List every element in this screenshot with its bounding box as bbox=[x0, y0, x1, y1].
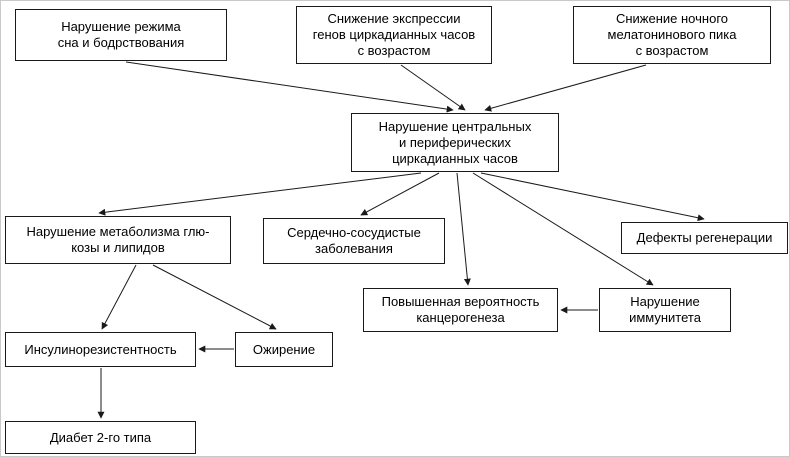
arrow-gene-expression-to-central-clocks bbox=[400, 64, 466, 111]
node-central-peripheral-clock-disruption: Нарушение центральных и периферических ц… bbox=[351, 113, 559, 172]
node-regeneration-defects: Дефекты регенерации bbox=[621, 222, 788, 254]
arrow-glucose-metabolism-to-obesity bbox=[152, 264, 277, 330]
node-melatonin-peak-decline: Снижение ночного мелатонинового пика с в… bbox=[573, 6, 771, 64]
arrow-central-clocks-to-carcinogenesis bbox=[456, 172, 471, 286]
arrow-glucose-metabolism-to-insulin-resistance bbox=[101, 264, 137, 330]
arrow-central-clocks-to-glucose-metabolism bbox=[98, 172, 422, 216]
node-sleep-wake-disruption: Нарушение режима сна и бодрствования bbox=[15, 9, 227, 61]
arrow-central-clocks-to-cardiovascular bbox=[360, 172, 440, 216]
node-insulin-resistance: Инсулинорезистентность bbox=[5, 332, 196, 367]
node-type-2-diabetes: Диабет 2-го типа bbox=[5, 421, 196, 454]
node-carcinogenesis-probability: Повышенная вероятность канцерогенеза bbox=[363, 288, 558, 332]
node-cardiovascular-diseases: Сердечно-сосудистые заболевания bbox=[263, 218, 445, 264]
node-clock-gene-expression-decline: Снижение экспрессии генов циркадианных ч… bbox=[296, 6, 492, 64]
node-glucose-lipid-metabolism-disruption: Нарушение метаболизма глю- козы и липидо… bbox=[5, 216, 231, 264]
arrow-sleep-wake-to-central-clocks bbox=[125, 61, 454, 113]
node-immunity-disruption: Нарушение иммунитета bbox=[599, 288, 731, 332]
arrow-melatonin-peak-to-central-clocks bbox=[484, 64, 647, 112]
arrow-central-clocks-to-regeneration bbox=[480, 172, 705, 222]
node-obesity: Ожирение bbox=[235, 332, 333, 367]
